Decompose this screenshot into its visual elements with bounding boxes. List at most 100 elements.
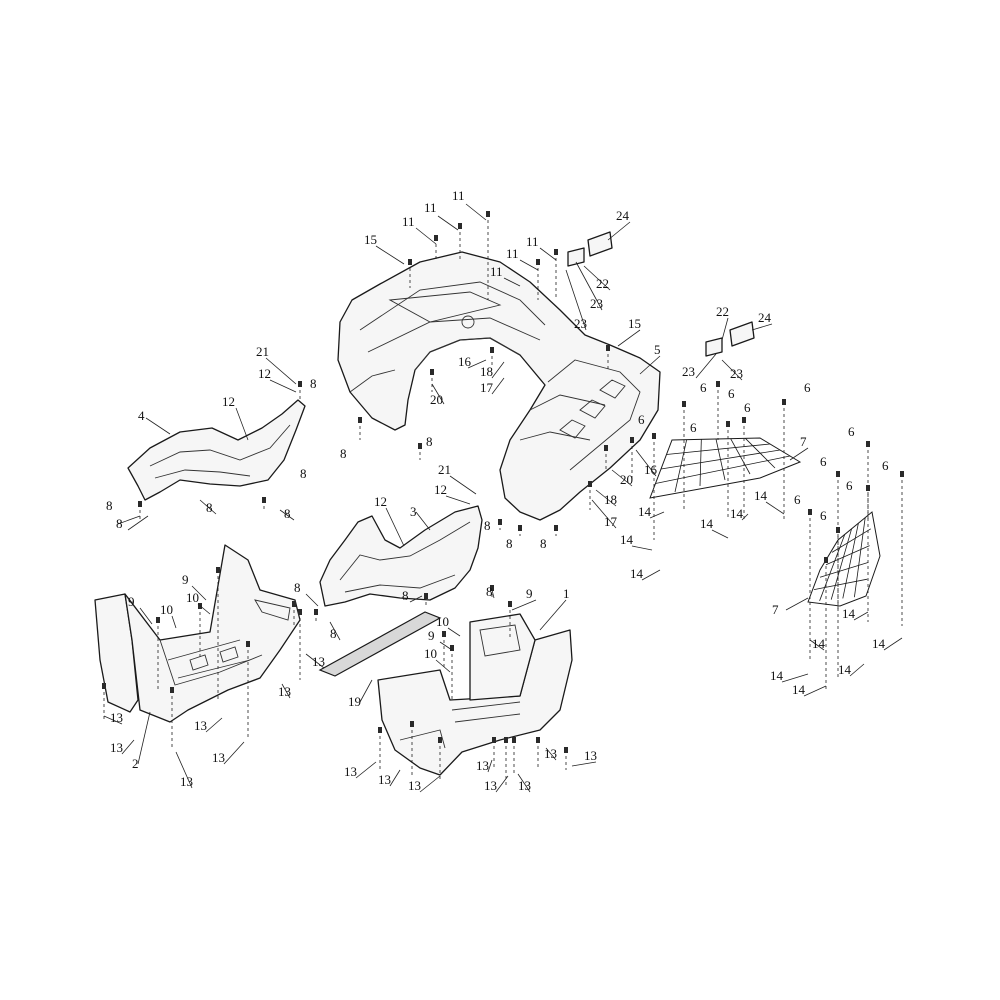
splash-panel-part (318, 611, 442, 677)
leader-line (711, 529, 729, 539)
callout-6: 6 (820, 508, 827, 523)
callout-12: 12 (258, 366, 271, 381)
callout-11: 11 (506, 246, 519, 261)
fastener-group (102, 211, 904, 785)
callout-6: 6 (744, 400, 751, 415)
mesh-line (854, 517, 866, 598)
leader-line (781, 673, 809, 683)
leader-line (205, 717, 223, 733)
callout-8: 8 (206, 500, 213, 515)
callout-23: 23 (730, 366, 743, 381)
callout-2: 2 (132, 756, 139, 771)
callout-8: 8 (426, 434, 433, 449)
callout-6: 6 (700, 380, 707, 395)
leader-line (789, 447, 809, 461)
callout-17: 17 (604, 514, 618, 529)
callout-13: 13 (484, 778, 497, 793)
callout-8: 8 (284, 506, 291, 521)
leader-line (235, 407, 249, 441)
bolt-icon (458, 223, 462, 229)
callout-23: 23 (682, 364, 695, 379)
callout-10: 10 (436, 614, 449, 629)
bolt-icon (554, 525, 558, 531)
callout-4: 4 (138, 408, 145, 423)
callout-6: 6 (690, 420, 697, 435)
leader-line (635, 449, 657, 477)
callout-9: 9 (526, 586, 533, 601)
callout-8: 8 (116, 516, 123, 531)
bolt-icon (492, 737, 496, 743)
bolt-icon (836, 527, 840, 533)
leader-line (751, 323, 773, 331)
bolt-icon (418, 443, 422, 449)
leader-line (375, 245, 405, 265)
bolt-icon (682, 401, 686, 407)
callout-8: 8 (484, 518, 491, 533)
leader-line (145, 417, 171, 435)
leader-line (445, 495, 471, 505)
leader-line (437, 215, 459, 231)
callout-14: 14 (812, 636, 826, 651)
callout-12: 12 (222, 394, 235, 409)
callout-16: 16 (458, 354, 472, 369)
leader-line (487, 759, 493, 773)
bolt-icon (298, 381, 302, 387)
leader-line (279, 509, 295, 521)
callout-6: 6 (820, 454, 827, 469)
bolt-icon (508, 601, 512, 607)
bolt-icon (866, 441, 870, 447)
bolt-icon (292, 601, 296, 607)
callout-17: 17 (480, 380, 494, 395)
callout-21: 21 (256, 344, 269, 359)
leader-line (447, 627, 461, 637)
callout-6: 6 (848, 424, 855, 439)
callout-7: 7 (800, 434, 807, 449)
callout-13: 13 (110, 710, 123, 725)
callout-14: 14 (638, 504, 652, 519)
callout-8: 8 (486, 584, 493, 599)
leader-line (721, 317, 729, 341)
bolt-icon (726, 421, 730, 427)
leader-line (359, 679, 373, 703)
right-footrest-part (377, 613, 573, 776)
callout-13: 13 (584, 748, 597, 763)
callout-24: 24 (616, 208, 630, 223)
mesh-line (655, 455, 791, 484)
callout-8: 8 (294, 580, 301, 595)
callout-8: 8 (106, 498, 113, 513)
front-right-fender-part (319, 505, 483, 607)
leader-line (695, 353, 717, 379)
bolt-icon (138, 501, 142, 507)
leader-line (127, 515, 149, 531)
leader-line (721, 359, 743, 381)
leader-line (565, 269, 587, 331)
callout-8: 8 (340, 446, 347, 461)
callout-14: 14 (838, 662, 852, 677)
leader-line (765, 501, 785, 515)
callout-14: 14 (630, 566, 644, 581)
leader-line (639, 355, 661, 375)
bolt-icon (430, 369, 434, 375)
callout-11: 11 (402, 214, 415, 229)
leader-line (849, 663, 865, 677)
leader-line (431, 383, 445, 405)
callout-13: 13 (476, 758, 489, 773)
bracket-upper (567, 231, 613, 267)
leader-line (281, 683, 291, 699)
leader-line (269, 379, 297, 393)
leader-line (617, 329, 641, 347)
bolt-icon (824, 557, 828, 563)
bolt-icon (498, 519, 502, 525)
bolt-icon (438, 737, 442, 743)
callout-6: 6 (728, 386, 735, 401)
callout-13: 13 (180, 774, 193, 789)
left-footrest-part (94, 544, 301, 723)
leader-line (883, 637, 903, 651)
leader-line (415, 511, 431, 531)
callout-18: 18 (604, 492, 617, 507)
leader-line (355, 761, 377, 779)
leader-line (305, 593, 319, 607)
leader-line (803, 685, 827, 697)
bolt-icon (378, 727, 382, 733)
mesh-line (813, 578, 868, 590)
